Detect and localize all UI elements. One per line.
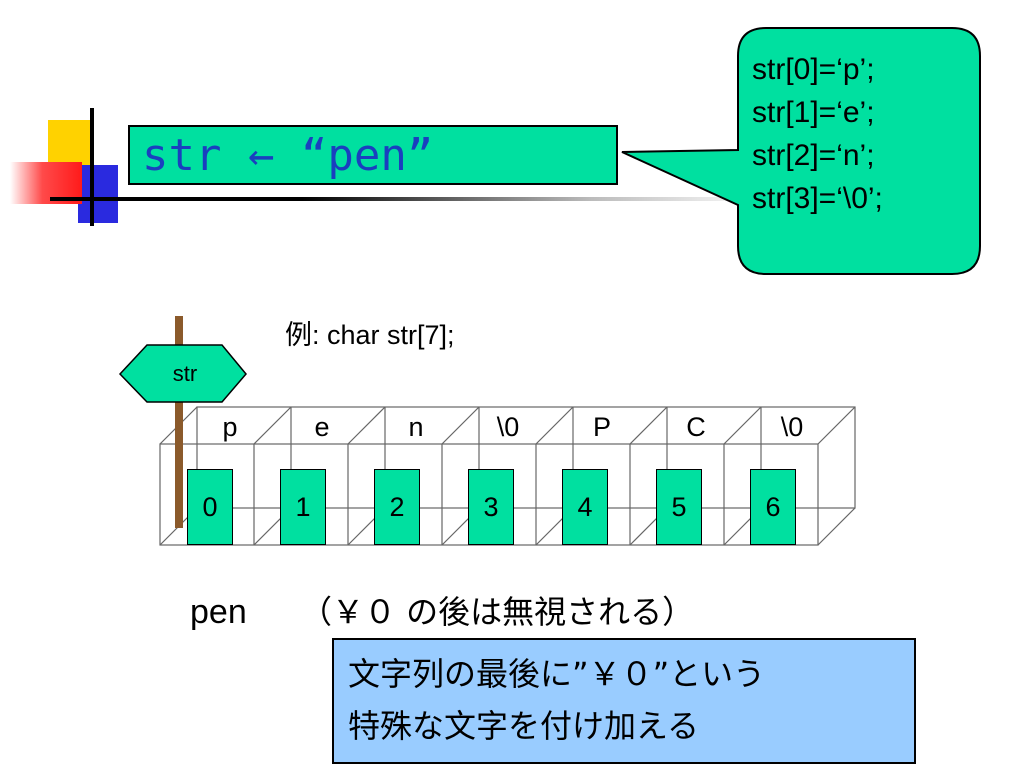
callout-line: str[3]=‘\0’; (752, 182, 883, 215)
callout-text: str[0]=‘p’; str[1]=‘e’; str[2]=‘n’; str[… (752, 48, 972, 220)
array-index: 6 (750, 469, 796, 545)
pointer-label: str (172, 361, 198, 386)
array-index: 2 (374, 469, 420, 545)
decor-yellow-square (48, 120, 94, 166)
example-declaration: 例: char str[7]; (285, 320, 455, 350)
decor-blue-square (78, 165, 118, 223)
callout-line: str[2]=‘n’; (752, 139, 875, 172)
result-output: pen (190, 593, 247, 631)
callout-line: str[1]=‘e’; (752, 96, 875, 129)
page-title: str ← “pen” (142, 129, 434, 181)
title-box: str ← “pen” (128, 125, 618, 185)
array-char: n (408, 412, 424, 442)
array-char: \0 (496, 412, 520, 442)
array-index: 1 (280, 469, 326, 545)
array-index: 4 (562, 469, 608, 545)
array-char: p (222, 412, 238, 442)
pointer-pole (175, 316, 183, 528)
note-box: 文字列の最後に”￥０”という 特殊な文字を付け加える (332, 638, 916, 764)
note-line: 文字列の最後に”￥０”という (348, 655, 766, 693)
array-char: C (686, 412, 706, 442)
array-char: e (314, 412, 330, 442)
pointer-sign (118, 344, 247, 403)
array-index: 3 (468, 469, 514, 545)
array-index: 0 (187, 469, 233, 545)
result-remark: （￥０ の後は無視される） (300, 593, 695, 631)
array-char: P (592, 412, 611, 442)
callout-line: str[0]=‘p’; (752, 53, 875, 86)
decor-horizontal-line (50, 197, 770, 201)
decor-vertical-line (90, 108, 94, 226)
array-char: \0 (780, 412, 804, 442)
array-index: 5 (656, 469, 702, 545)
note-line: 特殊な文字を付け加える (348, 707, 700, 745)
result-line: pen （￥０ の後は無視される） (190, 587, 694, 633)
